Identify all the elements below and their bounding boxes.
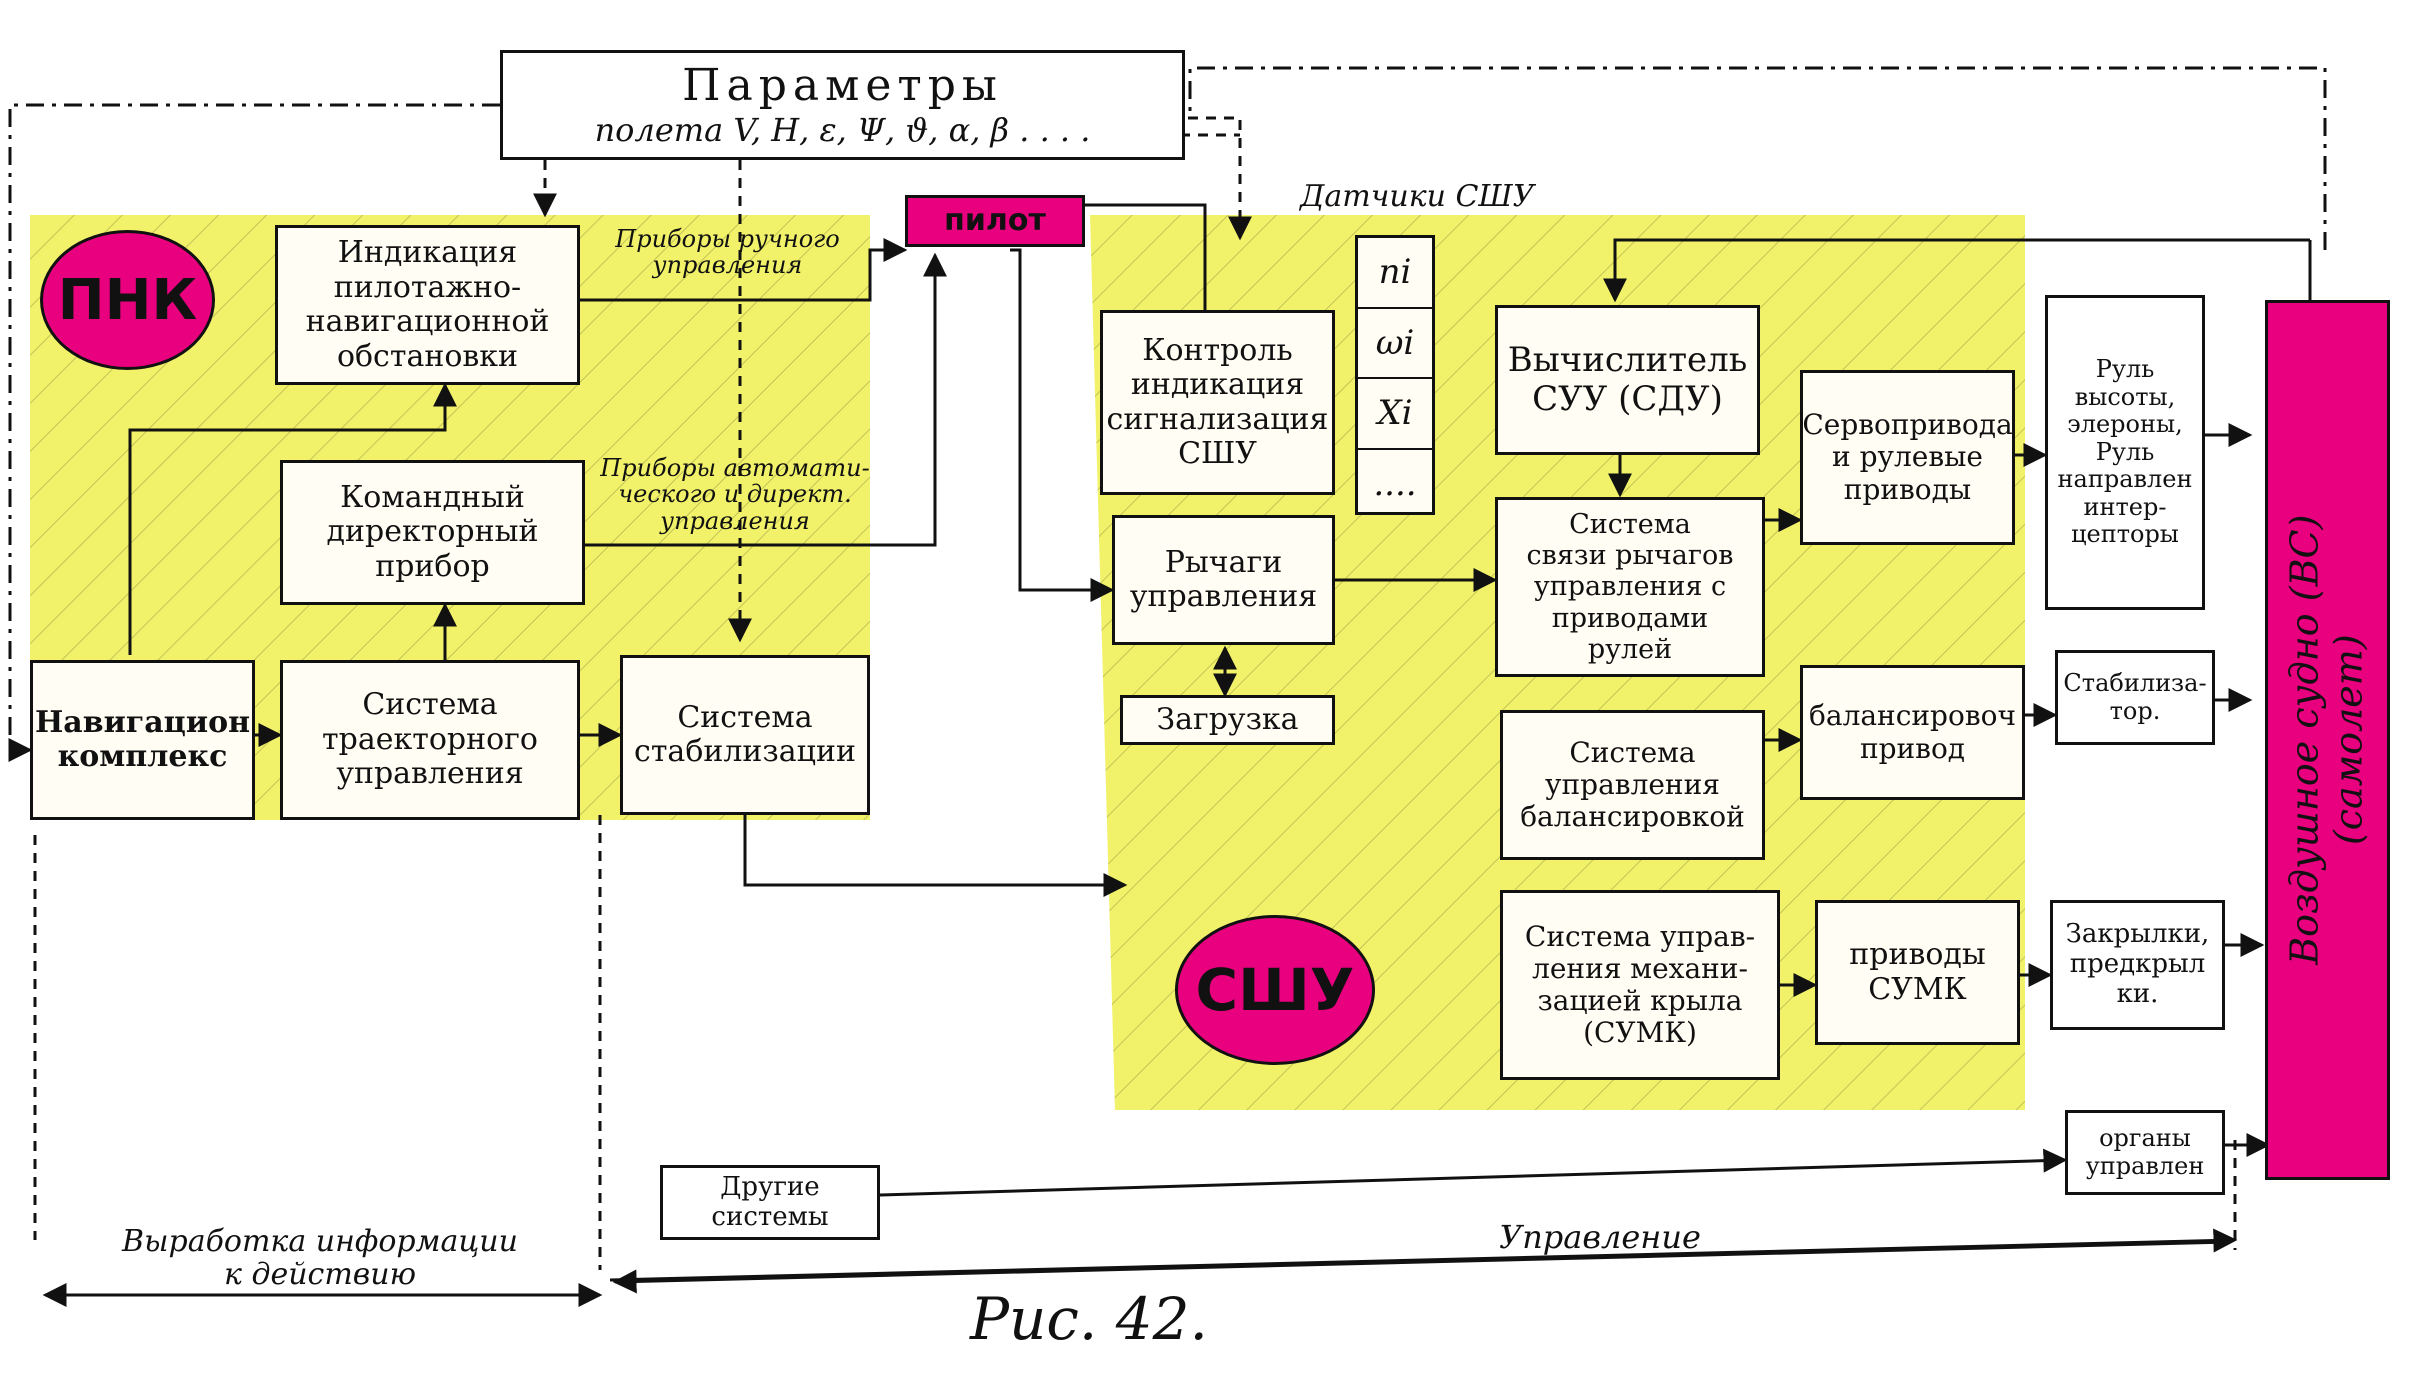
- sensor-omega: ωi: [1358, 309, 1432, 379]
- flaps-slats-box: Закрылки, предкрыл ки.: [2050, 900, 2225, 1030]
- aircraft-label: Воздушное судно (ВС) (самолет): [2282, 514, 2371, 966]
- computer-box: Вычислитель СУУ (СДУ): [1495, 305, 1760, 455]
- sshu-badge-label: СШУ: [1195, 956, 1355, 1024]
- trajectory-control-box: Система траекторного управления: [280, 660, 580, 820]
- figure-caption: Рис. 42.: [970, 1285, 1208, 1353]
- sumk-drives-box: приводы СУМК: [1815, 900, 2020, 1045]
- info-development-label: Выработка информации к действию: [122, 1224, 518, 1292]
- trim-drive-box: балансировоч привод: [1800, 665, 2025, 800]
- navigation-complex-box: Навигацион комплекс: [30, 660, 255, 820]
- lever-link-system-box: Система связи рычагов управления с приво…: [1495, 497, 1765, 677]
- control-surfaces-box: Руль высоты, элероны, Руль направлен инт…: [2045, 295, 2205, 610]
- loading-box: Загрузка: [1120, 695, 1335, 745]
- command-director-box: Командный директорный прибор: [280, 460, 585, 605]
- params-title: Параметры: [682, 60, 1003, 112]
- pnk-badge-label: ПНК: [57, 267, 198, 333]
- control-organs-box: органы управлен: [2065, 1110, 2225, 1195]
- sensor-more: ....: [1373, 463, 1417, 504]
- sensor-ni: ni: [1358, 238, 1432, 309]
- control-levers-box: Рычаги управления: [1112, 515, 1335, 645]
- indication-box: Индикация пилотажно- навигационной обста…: [275, 225, 580, 385]
- sshu-sensors-column: ni ωi Xi ....: [1355, 235, 1435, 515]
- manual-instruments-label: Приборы ручного управления: [615, 225, 840, 280]
- params-subtitle: полета V, H, ε, Ψ, ϑ, α, β . . . .: [594, 110, 1091, 149]
- stabilization-box: Система стабилизации: [620, 655, 870, 815]
- wing-mechanization-system-box: Система управ- ления механи- зацией крыл…: [1500, 890, 1780, 1080]
- pnk-badge: ПНК: [40, 230, 215, 370]
- flight-parameters-box: Параметры полета V, H, ε, Ψ, ϑ, α, β . .…: [500, 50, 1185, 160]
- sensor-xi: Xi: [1358, 379, 1432, 450]
- other-systems-box: Другие системы: [660, 1165, 880, 1240]
- control-label: Управление: [1499, 1218, 1701, 1256]
- stabilizer-box: Стабилиза- тор.: [2055, 650, 2215, 745]
- sshu-badge: СШУ: [1175, 915, 1375, 1065]
- pilot-label: пилот: [944, 202, 1046, 238]
- pilot-box: пилот: [905, 195, 1085, 247]
- control-indication-box: Контроль индикация сигнализация СШУ: [1100, 310, 1335, 495]
- auto-instruments-label: Приборы автомати- ческого и директ. упра…: [600, 454, 870, 535]
- trim-control-system-box: Система управления балансировкой: [1500, 710, 1765, 860]
- sshu-sensors-label: Датчики СШУ: [1300, 179, 1535, 214]
- aircraft-box: Воздушное судно (ВС) (самолет): [2265, 300, 2390, 1180]
- servo-drives-box: Сервопривода и рулевые приводы: [1800, 370, 2015, 545]
